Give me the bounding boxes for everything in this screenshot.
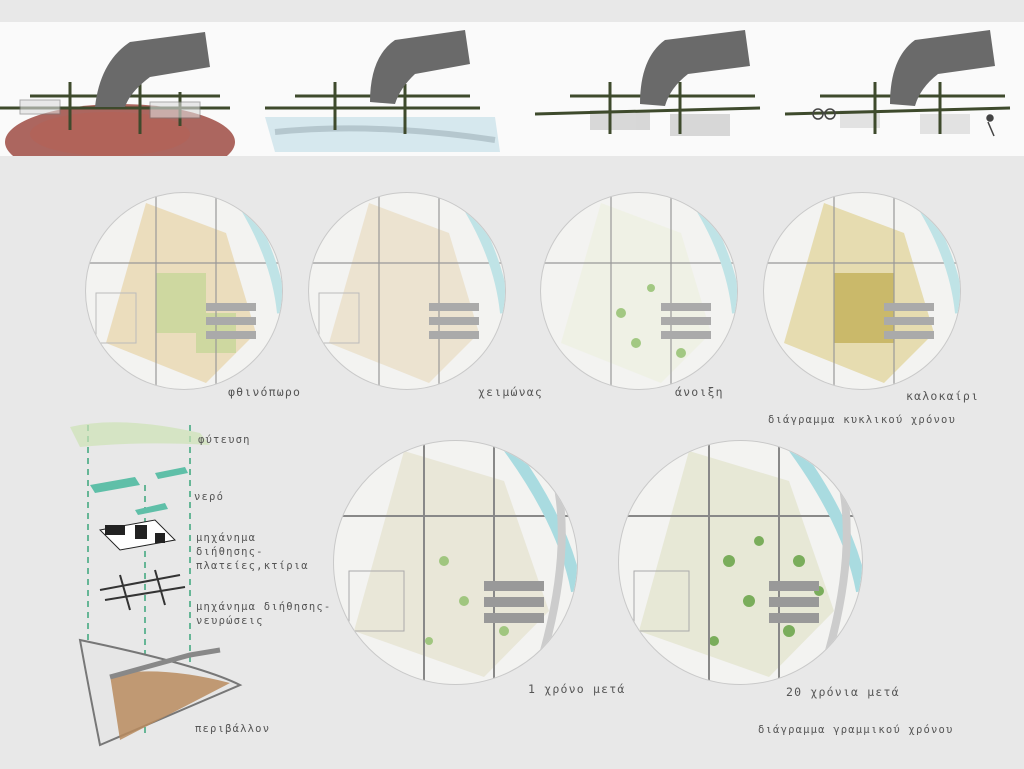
label-after-20-years: 20 χρόνια μετά	[786, 685, 900, 699]
label-autumn: φθινόπωρο	[228, 385, 302, 399]
concept-strip	[0, 22, 1024, 156]
cyclic-time-caption: διάγραμμα κυκλικού χρόνου	[768, 414, 957, 426]
layer-environment-label: περιβάλλον	[195, 723, 271, 735]
water-grid-illustration	[265, 30, 500, 152]
panel-hand-on-red-hill	[0, 22, 250, 156]
label-summer: καλοκαίρι	[906, 389, 980, 403]
layer-water-label: νερό	[194, 491, 225, 503]
label-after-1-year: 1 χρόνο μετά	[528, 682, 626, 696]
layer-machine-squares-label-1: μηχάνημα	[196, 532, 257, 544]
dashed-axis	[87, 425, 191, 735]
linear-time-caption: διάγραμμα γραμμικού χρόνου	[758, 724, 954, 736]
people-grid-illustration	[784, 30, 1011, 137]
planes-grid-illustration	[534, 30, 761, 136]
season-plan-winter	[308, 192, 506, 390]
panel-hand-with-people	[780, 22, 1024, 156]
hand-icon	[370, 30, 470, 104]
panel-hand-on-grey-planes	[530, 22, 780, 156]
season-plan-spring	[540, 192, 738, 390]
hill-grid-illustration	[0, 32, 235, 156]
veins-layer	[99, 569, 186, 611]
environment-layer	[78, 638, 243, 747]
layer-machine-squares-label-2: διήθησης-	[196, 546, 264, 558]
label-spring: άνοιξη	[675, 385, 724, 399]
layer-exploded-diagram	[60, 415, 340, 765]
layer-machine-squares-label-3: πλατείες,κτίρια	[196, 560, 309, 572]
plan-after-1-year	[333, 440, 578, 685]
plan-after-20-years	[618, 440, 863, 685]
layer-machine-veins-label-1: μηχάνημα διήθησης-	[196, 601, 332, 613]
hand-icon	[95, 32, 210, 107]
season-plan-autumn	[85, 192, 283, 390]
layer-vegetation-label: φύτευση	[198, 434, 251, 446]
hand-icon	[640, 30, 750, 106]
hand-icon	[890, 30, 995, 106]
squares-buildings-layer	[98, 519, 177, 551]
season-plan-summer	[763, 192, 961, 390]
water-layer	[90, 467, 188, 515]
cyclist-icon	[812, 108, 824, 120]
label-winter: χειμώνας	[478, 385, 543, 399]
layer-machine-veins-label-2: νευρώσεις	[196, 615, 264, 627]
runner-icon	[987, 121, 995, 137]
panel-hand-on-water-surface	[255, 22, 505, 156]
vegetation-layer	[70, 422, 210, 447]
